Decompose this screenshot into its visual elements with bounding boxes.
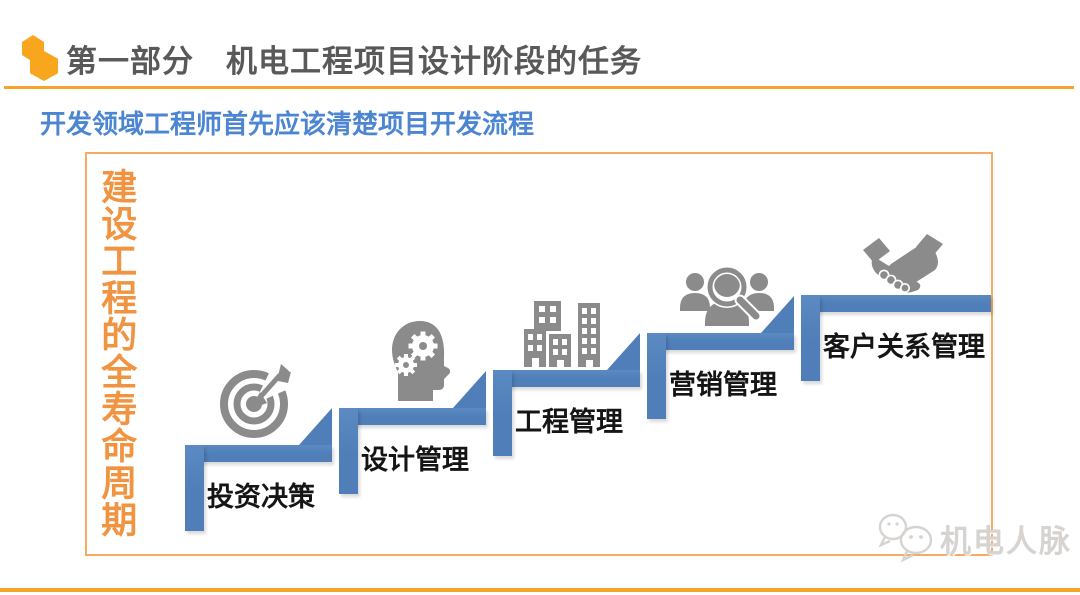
lifecycle-vertical-label: 建设工程的全寿命周期 [96, 168, 138, 538]
subtitle-text: 开发领域工程师首先应该清楚项目开发流程 [40, 109, 535, 139]
watermark-text: 机电人脉 [940, 523, 1072, 559]
step-label: 营销管理 [669, 370, 777, 400]
step-tread [801, 295, 991, 312]
step-tread [647, 333, 794, 350]
step-riser [647, 333, 666, 419]
target-dart-icon [218, 363, 293, 438]
step-label: 客户关系管理 [823, 332, 985, 362]
step-label: 设计管理 [361, 445, 469, 475]
step-tread [493, 370, 640, 387]
people-magnifier-icon [678, 266, 776, 328]
title-underline-rule [4, 86, 1074, 89]
step-ramp [299, 408, 332, 445]
step-riser [339, 408, 358, 494]
bottom-accent-rule [0, 588, 1080, 592]
step-label: 投资决策 [207, 482, 315, 512]
step-riser [493, 370, 512, 456]
page-title: 第一部分 机电工程项目设计阶段的任务 [66, 44, 642, 79]
step-ramp [607, 333, 640, 370]
step-riser [801, 295, 820, 381]
buildings-icon [524, 301, 602, 367]
handshake-icon [855, 234, 951, 294]
chat-bubbles-icon [876, 512, 936, 564]
step-riser [185, 445, 204, 531]
head-gears-icon [388, 320, 454, 402]
step-label: 工程管理 [515, 407, 623, 437]
diagram-frame: 建设工程的全寿命周期 投资决策 [85, 152, 993, 556]
watermark: 机电人脉 [876, 512, 1072, 564]
step-tread [339, 408, 486, 425]
step-ramp [453, 371, 486, 408]
step-tread [185, 445, 332, 462]
